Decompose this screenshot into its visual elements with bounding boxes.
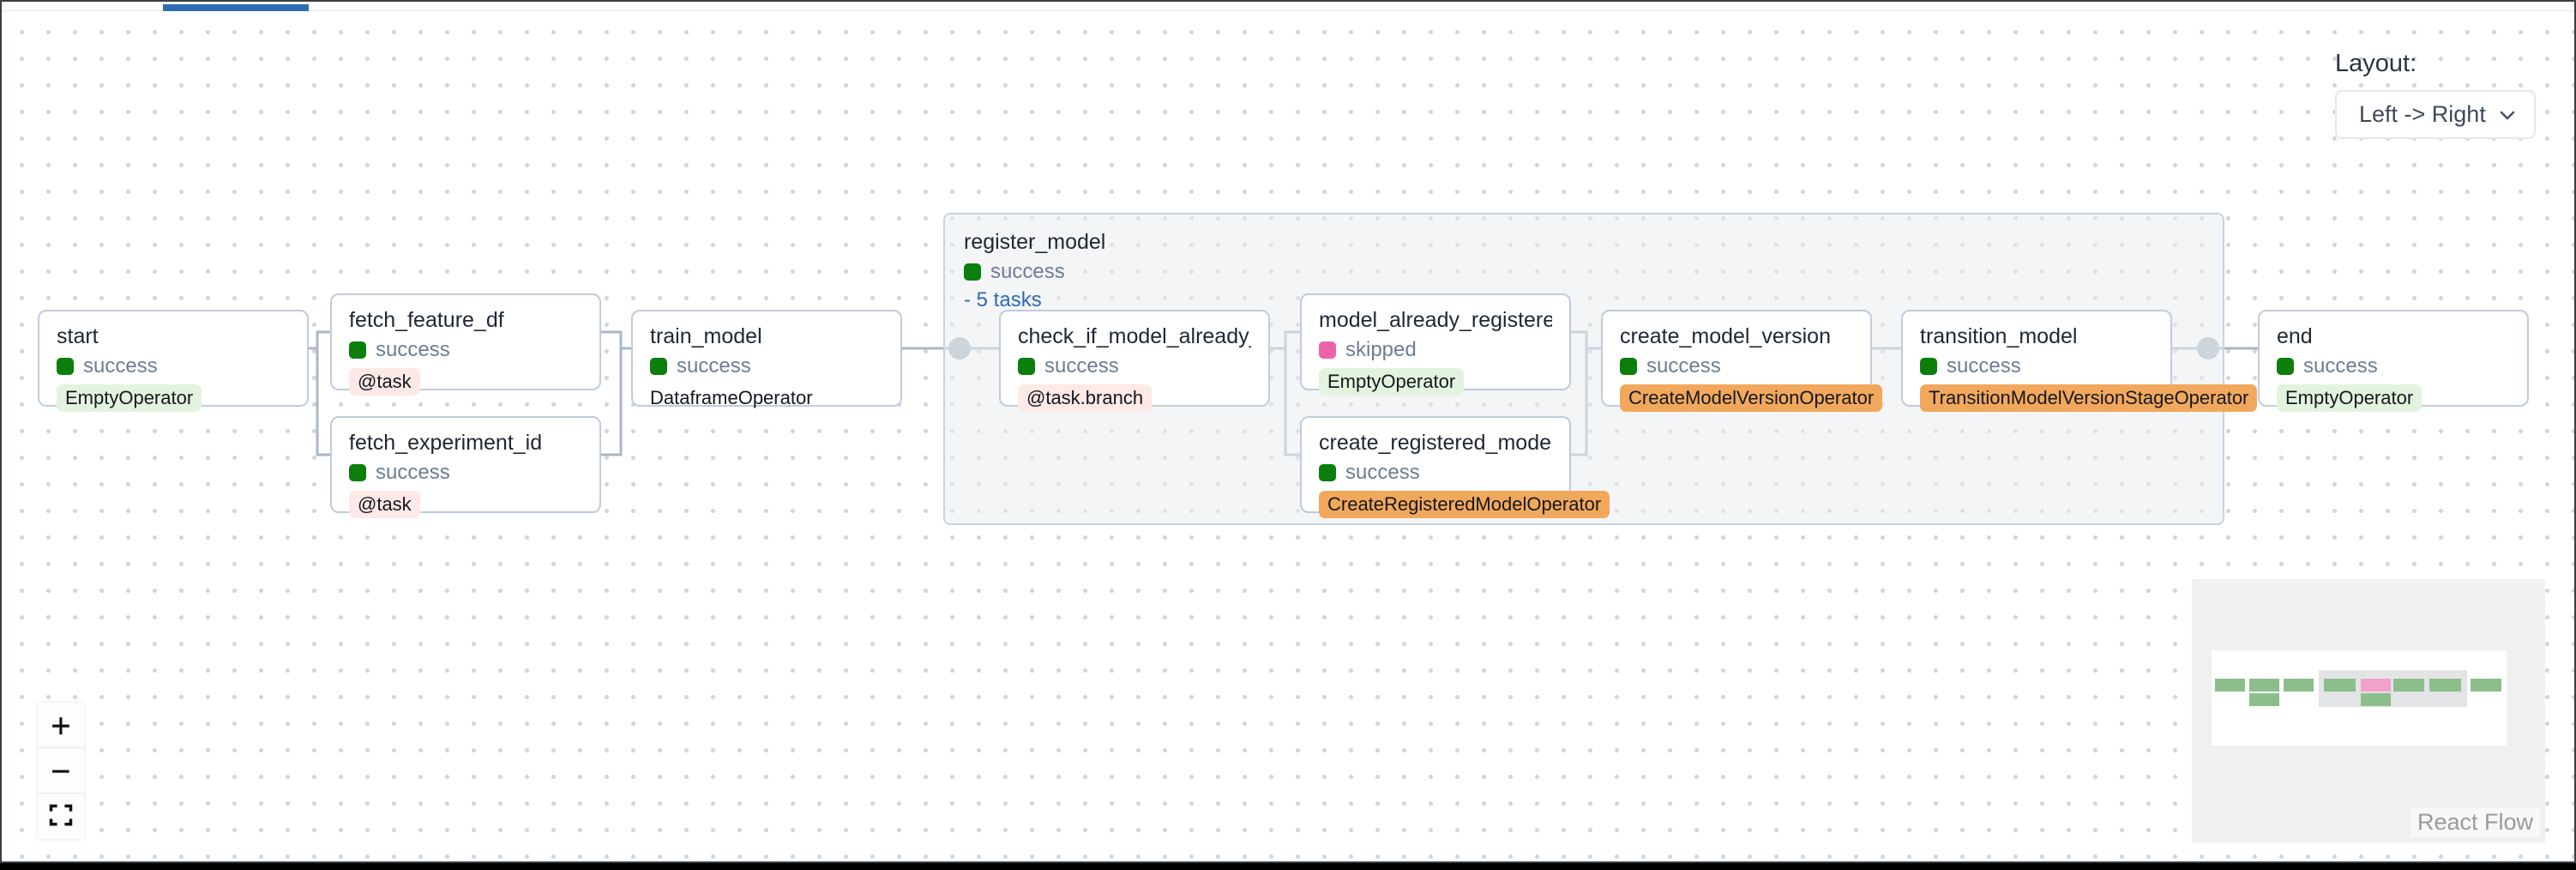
minimap-node-mark: [2361, 679, 2391, 692]
task-node-title: fetch_feature_df: [349, 306, 582, 335]
minimap[interactable]: React Flow: [2192, 579, 2545, 843]
zoom-controls: + −: [38, 703, 84, 839]
fit-view-button[interactable]: [38, 794, 84, 839]
task-node-create_model_version[interactable]: create_model_version success CreateModel…: [1601, 310, 1872, 407]
layout-direction-select[interactable]: Left -> Right: [2335, 90, 2536, 139]
operator-badge: CreateModelVersionOperator: [1620, 384, 1882, 412]
task-node-title: check_if_model_already_regis...: [1018, 323, 1251, 351]
operator-badge: EmptyOperator: [1319, 368, 1464, 396]
task-node-transition_model[interactable]: transition_model success TransitionModel…: [1901, 310, 2172, 407]
tab-strip: [2, 2, 2574, 11]
status-label: success: [1646, 354, 1721, 378]
status-square: [1620, 358, 1637, 375]
operator-badge: TransitionModelVersionStageOperator: [1920, 384, 2257, 412]
operator-badge: EmptyOperator: [2277, 384, 2422, 412]
minimap-node-mark: [2429, 679, 2461, 692]
minimap-node-mark: [2361, 693, 2391, 706]
task-node-fetch_feature_df[interactable]: fetch_feature_df success @task: [330, 293, 601, 390]
minimap-node-mark: [2393, 679, 2424, 692]
task-node-start[interactable]: start success EmptyOperator: [38, 310, 309, 407]
task-node-end[interactable]: end success EmptyOperator: [2258, 310, 2529, 407]
status-label: success: [1345, 461, 1420, 485]
status-square: [1319, 464, 1336, 481]
status-square: [2277, 358, 2294, 375]
layout-panel: Layout: Left -> Right: [2335, 50, 2536, 139]
status-square: [1920, 358, 1937, 375]
reactflow-attribution: React Flow: [2410, 807, 2540, 837]
zoom-out-button[interactable]: −: [38, 748, 84, 794]
task-node-check_if_model_already_registered[interactable]: check_if_model_already_regis... success …: [999, 310, 1270, 407]
operator-badge: DataframeOperator: [650, 384, 822, 412]
status-label: success: [1044, 354, 1119, 378]
status-label: success: [677, 354, 751, 378]
status-square: [349, 341, 366, 359]
task-node-title: fetch_experiment_id: [349, 429, 582, 457]
task-node-title: train_model: [650, 323, 883, 351]
status-label: success: [1947, 354, 2021, 378]
task-node-fetch_experiment_id[interactable]: fetch_experiment_id success @task: [330, 416, 601, 513]
task-node-train_model[interactable]: train_model success DataframeOperator: [631, 310, 902, 407]
status-label: success: [2303, 354, 2378, 378]
operator-badge: CreateRegisteredModelOperator: [1319, 491, 1610, 518]
status-square: [57, 358, 74, 375]
status-label: success: [83, 354, 158, 378]
minimap-node-mark: [2249, 679, 2279, 692]
status-square: [349, 464, 366, 481]
minimap-node-mark: [2324, 679, 2356, 692]
chevron-down-icon: [2498, 106, 2517, 124]
operator-badge: @task: [349, 491, 420, 518]
active-tab-indicator: [163, 4, 309, 11]
task-node-title: start: [57, 323, 290, 351]
status-label: skipped: [1345, 338, 1417, 362]
status-square: [1319, 341, 1336, 359]
task-node-model_already_registered[interactable]: model_already_registered skipped EmptyOp…: [1300, 293, 1571, 390]
task-node-title: transition_model: [1920, 323, 2153, 351]
collapse-tasks-link[interactable]: - 5 tasks: [964, 288, 2204, 312]
task-node-title: create_model_version: [1620, 323, 1853, 351]
minimap-node-mark: [2215, 679, 2245, 692]
status-label: success: [376, 338, 450, 362]
status-label: success: [376, 461, 450, 485]
status-label: success: [990, 260, 1065, 284]
task-node-create_registered_model[interactable]: create_registered_model success CreateRe…: [1300, 416, 1571, 513]
status-square: [964, 263, 981, 281]
operator-badge: @task: [349, 368, 420, 396]
minimap-node-mark: [2471, 679, 2501, 692]
task-group-title: register_model: [964, 228, 2204, 257]
task-node-title: model_already_registered: [1319, 306, 1552, 335]
minimap-node-mark: [2284, 679, 2314, 692]
operator-badge: @task.branch: [1018, 384, 1152, 412]
status-square: [650, 358, 667, 375]
zoom-in-button[interactable]: +: [38, 703, 84, 748]
graph-canvas-pane[interactable]: register_model success - 5 tasks start s…: [2, 12, 2574, 861]
fit-view-icon: [48, 798, 74, 836]
minimap-node-mark: [2249, 693, 2279, 706]
layout-label: Layout:: [2335, 50, 2536, 78]
task-node-title: create_registered_model: [1319, 429, 1552, 457]
operator-badge: EmptyOperator: [57, 384, 202, 412]
layout-select-value: Left -> Right: [2359, 101, 2498, 128]
task-node-title: end: [2277, 323, 2510, 351]
status-square: [1018, 358, 1035, 375]
